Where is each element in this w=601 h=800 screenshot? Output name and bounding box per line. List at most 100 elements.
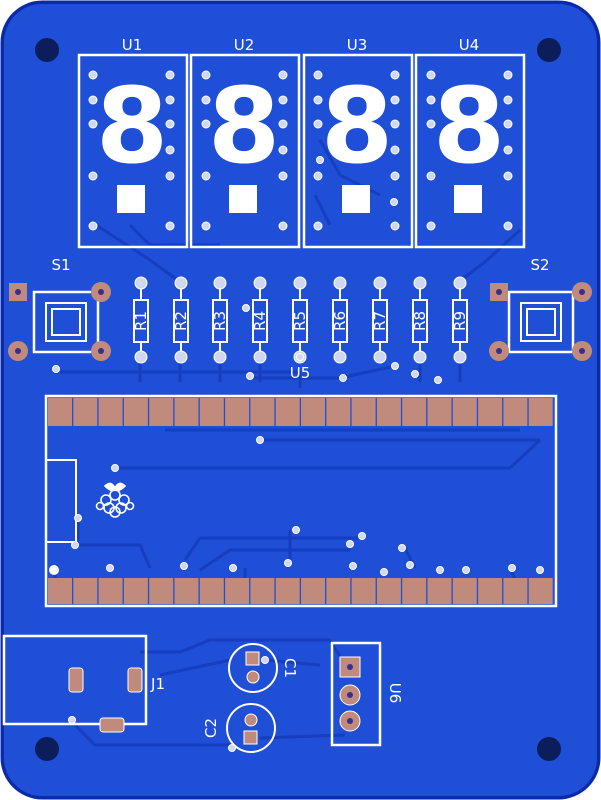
module-u5: U5 — [44, 364, 558, 608]
resistor-r2: R2 — [172, 276, 190, 364]
resistor-r5: R5 — [291, 276, 309, 364]
display-ref-label: U4 — [459, 36, 480, 54]
module-pin-pad — [452, 398, 477, 426]
switch-ref-label: S2 — [530, 256, 549, 274]
vias — [52, 156, 544, 752]
resistor-r9: R9 — [451, 276, 469, 364]
resistor-r6: R6 — [331, 276, 349, 364]
module-pin-pad — [123, 578, 148, 604]
module-pin-pad — [478, 578, 503, 604]
decimal-point-icon — [229, 185, 257, 213]
module-pin-pad — [73, 398, 98, 426]
module-pin-pad — [351, 398, 376, 426]
module-pin-pad — [149, 578, 174, 604]
capacitor-c2: C2 — [202, 703, 276, 753]
module-pin-pad — [275, 578, 300, 604]
capacitor-c1: C1 — [228, 643, 299, 693]
display-pins — [88, 70, 513, 231]
capacitor-pad — [245, 651, 260, 666]
module-pin-pad — [98, 578, 123, 604]
decimal-point-icon — [117, 185, 145, 213]
segment-digit: 8 — [96, 65, 168, 187]
jack-pad — [127, 667, 143, 693]
resistor-ref-label: R4 — [251, 311, 269, 331]
mount-hole-icon — [35, 38, 59, 62]
resistor-ref-label: R7 — [371, 311, 389, 331]
resistor-row: R1 R2 R3 R4 — [132, 276, 469, 364]
display-u1: U1 8 — [77, 36, 189, 249]
raspberry-logo-icon — [95, 482, 135, 518]
usb-connector-outline — [45, 459, 77, 543]
module-pin-pad — [301, 398, 325, 426]
display-u4: U4 8 — [414, 36, 526, 249]
resistor-r7: R7 — [371, 276, 389, 364]
module-pin-pad — [73, 578, 98, 604]
resistor-ref-label: R1 — [132, 311, 150, 331]
module-pin-pad — [199, 578, 224, 604]
module-pin-pad — [250, 578, 275, 604]
resistor-r1: R1 — [132, 276, 150, 364]
module-pin-pad — [199, 398, 224, 426]
display-u3: U3 8 — [302, 36, 414, 249]
resistor-ref-label: R6 — [331, 311, 349, 331]
jack-pad — [68, 667, 84, 693]
module-pin-pad — [503, 578, 528, 604]
module-ref-label: U5 — [290, 364, 311, 382]
mounting-holes — [35, 38, 561, 761]
capacitor-pad — [243, 730, 258, 745]
module-pin-pad — [528, 398, 553, 426]
decimal-point-icon — [454, 185, 482, 213]
capacitor-ref-label: C1 — [281, 658, 299, 678]
module-pin-pad — [478, 398, 503, 426]
capacitor-pad — [244, 713, 258, 727]
module-pin-pad — [174, 578, 199, 604]
capacitor-pad — [246, 670, 260, 684]
display-ref-label: U2 — [234, 36, 255, 54]
module-pin-pad — [402, 398, 427, 426]
regulator-u6: U6 — [330, 641, 404, 747]
segment-digit: 8 — [208, 65, 280, 187]
module-pin-pad — [326, 398, 351, 426]
module-pin-pad — [326, 578, 351, 604]
module-pin-pad — [98, 398, 123, 426]
module-pin-pad — [427, 398, 452, 426]
module-pin-pad — [174, 398, 199, 426]
regulator-ref-label: U6 — [386, 683, 404, 704]
module-pin-pad — [225, 578, 250, 604]
display-ref-label: U1 — [122, 36, 143, 54]
module-pin-pad — [250, 398, 275, 426]
switch-ref-label: S1 — [51, 256, 70, 274]
module-pin-pad — [351, 578, 376, 604]
resistor-ref-label: R8 — [411, 311, 429, 331]
resistor-r8: R8 — [411, 276, 429, 364]
module-pin-pad — [149, 398, 174, 426]
resistor-ref-label: R5 — [291, 311, 309, 331]
module-pin-row-bottom — [48, 578, 553, 604]
module-pin-pad — [48, 578, 72, 604]
capacitor-ref-label: C2 — [202, 718, 220, 738]
mount-hole-icon — [537, 737, 561, 761]
jack-j1: J1 — [2, 634, 165, 733]
segment-digit: 8 — [433, 65, 505, 187]
switch-s1: S1 — [8, 256, 111, 361]
module-pin-pad — [452, 578, 477, 604]
resistor-ref-label: R3 — [211, 311, 229, 331]
seven-segment-displays: U1 8 U2 8 U3 8 U4 8 — [77, 36, 526, 249]
module-pin-row-top — [48, 398, 553, 426]
module-pin-pad — [225, 398, 250, 426]
module-pin-pad — [123, 398, 148, 426]
jack-ref-label: J1 — [150, 675, 165, 693]
resistor-ref-label: R2 — [172, 311, 190, 331]
jack-pad — [99, 717, 125, 733]
module-pin-pad — [402, 578, 427, 604]
display-u2: U2 8 — [189, 36, 301, 249]
resistor-ref-label: R9 — [451, 311, 469, 331]
module-pin-pad — [503, 398, 528, 426]
module-pin-pad — [48, 398, 72, 426]
resistor-r3: R3 — [211, 276, 229, 364]
module-pin-pad — [376, 398, 401, 426]
switch-s2: S2 — [489, 256, 592, 361]
resistor-r4: R4 — [251, 276, 269, 364]
decimal-point-icon — [342, 185, 370, 213]
